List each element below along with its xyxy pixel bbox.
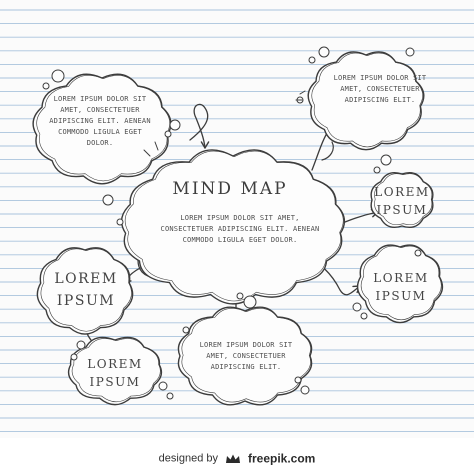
right-lower-bubble-cloud bbox=[356, 244, 444, 324]
top-left-bubble-line: DOLOR. bbox=[86, 139, 114, 147]
thought-dot bbox=[116, 218, 124, 226]
top-left-bubble-line: COMMODO LIGULA EGET bbox=[58, 128, 142, 136]
thought-dot bbox=[360, 312, 368, 320]
left-bubble-line: LOREM bbox=[54, 271, 118, 287]
top-left-bubble-line: LOREM IPSUM DOLOR SIT bbox=[53, 95, 147, 103]
right-upper-bubble-text: LOREM IPSUM bbox=[370, 183, 434, 219]
top-right-bubble-text: LOREM IPSUM DOLOR SIT AMET, CONSECTETUER… bbox=[320, 73, 440, 106]
thought-dot bbox=[158, 381, 168, 391]
connector-arrow-top-left-head bbox=[200, 141, 210, 149]
top-left-bubble-line: ADIPISCING ELIT. AENEAN bbox=[49, 117, 151, 125]
bottom-left-bubble-cloud-sketch bbox=[71, 338, 161, 403]
top-right-bubble-line: ADIPISCING ELIT. bbox=[344, 96, 416, 104]
scribble-marks bbox=[143, 141, 159, 157]
top-left-bubble-line: AMET, CONSECTETUER bbox=[60, 106, 140, 114]
credit-line[interactable]: designed by freepik.com bbox=[0, 449, 474, 467]
freepik-brand-link[interactable]: freepik.com bbox=[247, 451, 316, 466]
right-upper-bubble-line: LOREM bbox=[374, 185, 430, 199]
main-bubble-text: LOREM IPSUM DOLOR SIT AMET, CONSECTETUER… bbox=[140, 213, 340, 246]
bottom-center-bubble-line: LOREM IPSUM DOLOR SIT bbox=[199, 341, 293, 349]
main-bubble-line: LOREM IPSUM DOLOR SIT AMET, bbox=[180, 214, 300, 222]
bottom-center-bubble-cloud-sketch bbox=[181, 307, 311, 403]
main-bubble-cloud bbox=[120, 149, 346, 305]
bottom-center-bubble-line: AMET, CONSECTETUER bbox=[206, 352, 286, 360]
thought-dot bbox=[294, 376, 302, 384]
thought-dot bbox=[243, 295, 257, 309]
bottom-left-bubble-line: LOREM bbox=[87, 357, 143, 371]
right-upper-bubble-line: IPSUM bbox=[376, 203, 428, 217]
left-bubble-text: LOREM IPSUM bbox=[46, 268, 126, 312]
top-right-bubble-cloud bbox=[307, 51, 425, 151]
main-bubble-line: COMMODO LIGULA EGET DOLOR. bbox=[182, 236, 298, 244]
connector-curl-top-right bbox=[321, 141, 334, 161]
top-right-bubble-line: AMET, CONSECTETUER bbox=[340, 85, 420, 93]
thought-dot bbox=[166, 392, 174, 400]
bottom-left-bubble-line: IPSUM bbox=[89, 375, 141, 389]
thought-dot bbox=[182, 326, 190, 334]
thought-dot bbox=[164, 130, 172, 138]
credit-footer bbox=[0, 438, 474, 474]
thought-dot bbox=[373, 166, 381, 174]
thought-dot bbox=[236, 292, 244, 300]
thought-dot bbox=[308, 56, 316, 64]
top-left-bubble-text: LOREM IPSUM DOLOR SIT AMET, CONSECTETUER… bbox=[40, 94, 160, 149]
left-bubble-line: IPSUM bbox=[56, 293, 116, 309]
bottom-center-bubble-line: ADIPISCING ELIT. bbox=[210, 363, 282, 371]
freepik-crown-icon bbox=[225, 452, 241, 464]
thought-dot bbox=[70, 353, 78, 361]
main-bubble-line: CONSECTETUER ADIPISCING ELIT. AENEAN bbox=[160, 225, 320, 233]
thought-dot bbox=[318, 46, 330, 58]
bottom-center-bubble-text: LOREM IPSUM DOLOR SIT AMET, CONSECTETUER… bbox=[186, 340, 306, 373]
thought-dot bbox=[169, 119, 181, 131]
top-right-bubble-line: LOREM IPSUM DOLOR SIT bbox=[333, 74, 427, 82]
right-upper-bubble-cloud-sketch bbox=[374, 173, 433, 226]
scribble-marks bbox=[295, 90, 306, 101]
credit-prefix: designed by bbox=[158, 452, 218, 465]
main-bubble-title: MIND MAP bbox=[172, 179, 288, 199]
thought-dot bbox=[42, 82, 50, 90]
thought-dot bbox=[102, 194, 114, 206]
top-left-bubble-cloud bbox=[32, 73, 172, 185]
left-bubble-cloud-sketch bbox=[40, 248, 132, 332]
thought-dot bbox=[414, 249, 422, 257]
bottom-left-bubble-text: LOREM IPSUM bbox=[80, 355, 150, 391]
top-right-bubble-cloud-sketch bbox=[311, 52, 423, 148]
right-lower-bubble-line: LOREM bbox=[373, 271, 429, 285]
thought-dot bbox=[300, 385, 310, 395]
left-bubble-cloud bbox=[36, 247, 134, 335]
thought-dot bbox=[405, 47, 415, 57]
right-lower-bubble-text: LOREM IPSUM bbox=[366, 269, 436, 305]
thought-dot bbox=[380, 154, 392, 166]
right-lower-bubble-line: IPSUM bbox=[375, 289, 427, 303]
thought-dot bbox=[76, 340, 86, 350]
right-lower-bubble-cloud-sketch bbox=[360, 245, 442, 321]
connector-arrow-top-left bbox=[189, 103, 209, 149]
right-upper-bubble-cloud bbox=[370, 172, 434, 228]
thought-dot bbox=[51, 69, 65, 83]
thought-dot bbox=[352, 302, 362, 312]
top-left-bubble-cloud-sketch bbox=[36, 75, 171, 182]
main-bubble-cloud-sketch bbox=[124, 150, 344, 302]
